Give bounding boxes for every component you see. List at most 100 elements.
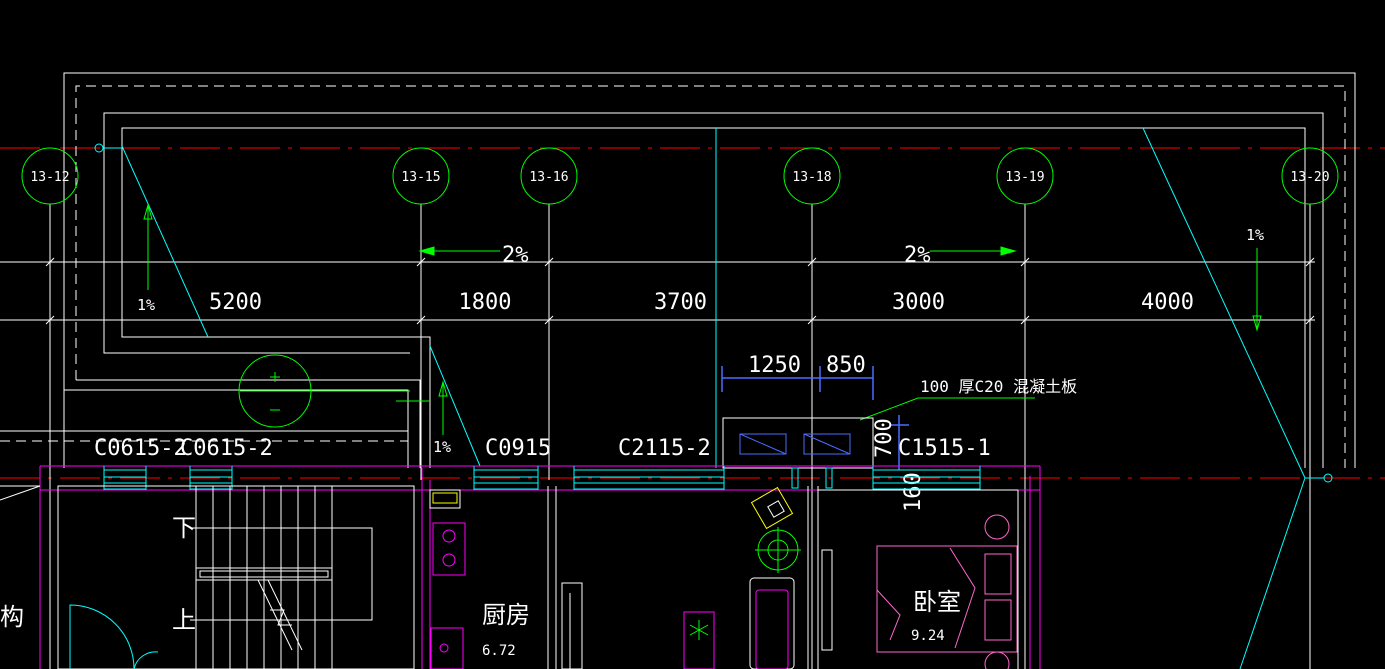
axis-bubble-label: 13-16 (529, 170, 568, 185)
dim-tick (45, 315, 55, 325)
dim-tick (807, 257, 817, 267)
dimension-1800: 1800 (459, 290, 512, 315)
dim-tick (45, 257, 55, 267)
axis-bubble-13-16[interactable]: 13-16 (520, 147, 578, 205)
roof-hatch-symbol[interactable] (238, 354, 430, 428)
axis-bubble-13-12[interactable]: 13-12 (21, 147, 79, 205)
dimension-3700: 3700 (654, 290, 707, 315)
plant-pot-icon (683, 611, 715, 669)
stair-handrail-inner (199, 570, 329, 578)
left-diag (0, 485, 41, 501)
interior-walls (57, 485, 1019, 669)
window-label-c0915: C0915 (485, 436, 551, 461)
roof-dashed-line (75, 85, 1346, 468)
dim-tick (1020, 315, 1030, 325)
roof-outline (0, 72, 1356, 468)
stair-handrail-bar (195, 567, 333, 581)
stair-down-label: 下 (172, 514, 196, 542)
axis-bubble-circle-icon[interactable] (996, 147, 1054, 205)
closet-left (561, 582, 583, 669)
parapet-step-1 (64, 389, 409, 468)
dim-160-text: 160 (901, 472, 926, 512)
axis-bubble-13-18[interactable]: 13-18 (783, 147, 841, 205)
window-label-c1515: C1515-1 (898, 436, 991, 461)
sub-dim-850: 850 (826, 353, 866, 378)
dim-tick (544, 257, 554, 267)
axis-bubble-circle-icon[interactable] (1281, 147, 1339, 205)
skylight-diag-1 (739, 433, 787, 455)
kitchen-fixtures[interactable] (429, 489, 466, 669)
kitchen-area: 6.72 (482, 643, 516, 659)
dim-tick (1305, 257, 1315, 267)
lamp-icon-bottom (984, 651, 1010, 669)
bed-icon[interactable] (876, 545, 1018, 653)
left-cut-room-label: 构 (0, 603, 24, 631)
shoe-cabinet (749, 577, 795, 669)
cyan-ridge-right-1 (1142, 127, 1306, 479)
fridge-icon[interactable] (429, 489, 461, 509)
dim-tick (416, 315, 426, 325)
dim-tick (416, 257, 426, 267)
axis-bubble-13-15[interactable]: 13-15 (392, 147, 450, 205)
roof-inner-line-1 (103, 112, 1324, 468)
axis-bubble-label: 13-19 (1005, 170, 1044, 185)
staircase[interactable] (190, 486, 373, 669)
stair-up-label: 上 (172, 606, 196, 634)
skylight-panel-2 (803, 433, 851, 455)
axis-bubble-circle-icon[interactable] (783, 147, 841, 205)
slope-arrows (143, 203, 1262, 435)
slope-arrow-2pct-right-head (1000, 246, 1017, 256)
door-leaf (133, 651, 159, 669)
slope-arrow-1pct-mid-head (438, 380, 448, 397)
dim-tick (1305, 315, 1315, 325)
fridge-inner (432, 492, 458, 504)
slab-note: 100 厚C20 混凝土板 (859, 377, 1077, 421)
dimension-3000: 3000 (892, 290, 945, 315)
stair-cut-line-2 (267, 579, 303, 651)
window-label-c0615-a: C0615-2 (94, 436, 187, 461)
stove-icon[interactable] (432, 522, 466, 576)
roof-inner-line-2 (121, 127, 1306, 468)
slab-note-leader (859, 397, 1035, 421)
bedroom-name: 卧室 (913, 588, 961, 616)
entry-door[interactable] (69, 604, 159, 669)
axis-bubble-label: 13-12 (30, 170, 69, 185)
parapet-step-4 (121, 146, 431, 468)
living-fixtures (683, 467, 833, 669)
slope-label-2pct-right: 2% (904, 243, 931, 268)
roof-outer-line (63, 72, 1356, 468)
sub-dimension-texts: 1250 850 (748, 353, 866, 378)
lamp-icon-top (984, 514, 1010, 540)
axis-bubble-circle-icon[interactable] (392, 147, 450, 205)
cyan-ridge-left (121, 145, 209, 338)
axis-bubble-13-19[interactable]: 13-19 (996, 147, 1054, 205)
axis-bubble-label: 13-15 (401, 170, 440, 185)
dim-tick (1020, 257, 1030, 267)
axis-bubble-circle-icon[interactable] (21, 147, 79, 205)
cyan-ridge-mid (429, 345, 481, 467)
slab-note-text: 100 厚C20 混凝土板 (920, 377, 1077, 396)
parapet-step-2 (76, 379, 421, 468)
sub-dim-1250: 1250 (748, 353, 801, 378)
door-frame-left (791, 467, 799, 489)
dim-tick (544, 315, 554, 325)
bed-pillow-1 (984, 553, 1012, 595)
parapet-step-3 (103, 146, 410, 354)
sink-drain-icon (439, 643, 449, 653)
axis-bubble-13-20[interactable]: 13-20 (1281, 147, 1339, 205)
axis-bubbles: 13-12 13-15 13-16 13-18 13-19 13-20 (21, 147, 1339, 205)
burner-1-icon (442, 529, 456, 543)
skylight-diag-2 (803, 433, 851, 455)
bedroom-fixtures[interactable] (876, 514, 1018, 669)
dimension-lines (0, 261, 1315, 321)
sink-icon[interactable] (430, 627, 464, 669)
slope-arrow-1pct-right-head (1252, 315, 1262, 332)
axis-bubble-circle-icon[interactable] (520, 147, 578, 205)
kitchen-name: 厨房 (482, 601, 530, 629)
chair-icon (750, 486, 794, 530)
cyan-ridge-right-2 (1239, 477, 1306, 669)
slope-label-1pct-right: 1% (1246, 226, 1264, 244)
stair-landing (305, 527, 373, 621)
